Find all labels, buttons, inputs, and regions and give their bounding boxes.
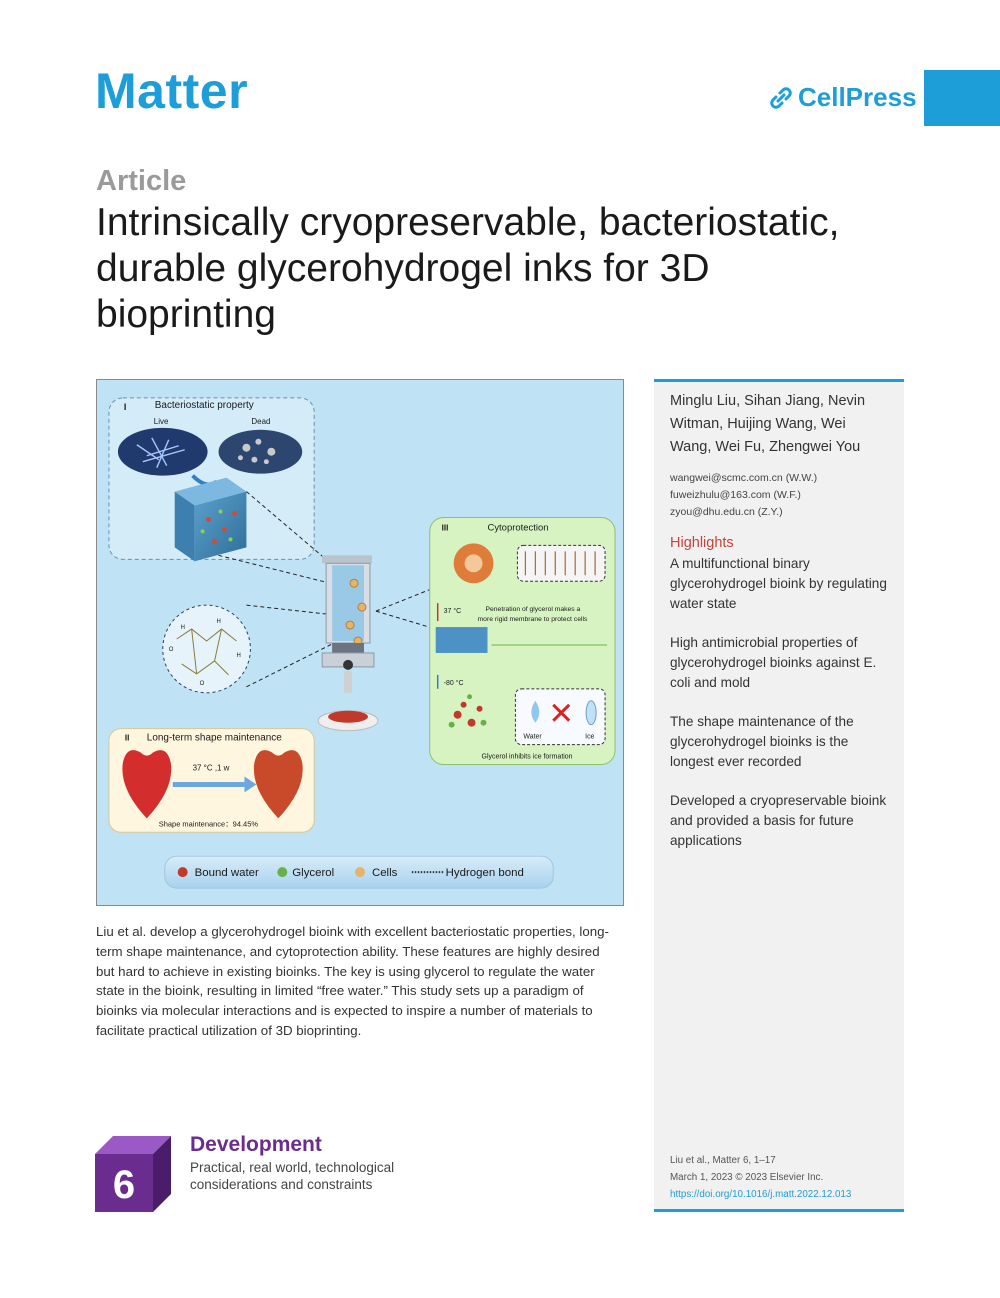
article-type: Article: [96, 165, 187, 197]
ice-zoom: [514, 688, 606, 746]
corresponding-emails: wangwei@scmc.com.cn (W.W.) fuweizhulu@16…: [670, 470, 890, 521]
ice-inhibit-text: Glycerol inhibits ice formation: [482, 754, 573, 761]
legend-bound-water: Bound water: [195, 867, 259, 879]
citation-block: Liu et al., Matter 6, 1–17 March 1, 2023…: [670, 1152, 900, 1203]
molecule-label: H: [217, 619, 221, 625]
penetration-line-1: Penetration of glycerol makes a: [486, 606, 581, 613]
highlight-item: A multifunctional binary glycerohydrogel…: [670, 556, 887, 611]
development-cube-icon: 6: [95, 1136, 171, 1212]
condition-label: 37 °C ,1 w: [193, 764, 230, 773]
ice-label: Ice: [585, 734, 594, 741]
journal-logo: Matter: [95, 63, 249, 119]
heart-before-icon: [122, 750, 172, 819]
publication-date: March 1, 2023 © 2023 Elsevier Inc.: [670, 1172, 824, 1183]
penetration-line-2: more rigid membrane to protect cells: [478, 616, 588, 623]
heart-after-icon: [253, 750, 303, 819]
dead-bacteria-dish: [218, 429, 303, 474]
highlights-heading: Highlights: [670, 535, 734, 551]
author-list: Minglu Liu, Sihan Jiang, Nevin Witman, H…: [670, 393, 866, 455]
frozen-gel: [435, 627, 488, 653]
temp-low: -80 °C: [444, 679, 464, 687]
cross-icon: [552, 703, 571, 722]
membrane-zoom: [516, 544, 606, 582]
legend-glycerol: Glycerol: [292, 867, 334, 879]
publisher-name: CellPress: [798, 82, 917, 112]
sidebar-panel: [654, 379, 904, 1212]
email-link[interactable]: wangwei@scmc.com.cn (W.W.): [670, 472, 818, 484]
development-title: Development: [190, 1133, 322, 1156]
publisher-logo: CellPress: [768, 82, 917, 113]
ice-crystal-icon: [585, 700, 597, 726]
citation-text: Liu et al., Matter 6, 1–17: [670, 1155, 776, 1166]
summary-text: Liu et al. develop a glycerohydrogel bio…: [96, 924, 609, 1038]
live-label: Live: [154, 417, 169, 426]
highlight-item: The shape maintenance of the glycerohydr…: [670, 714, 854, 769]
printed-tissue: [328, 710, 368, 723]
panel-1-title: Bacteriostatic property: [155, 400, 254, 411]
highlights-list: A multifunctional binary glycerohydrogel…: [670, 554, 892, 870]
glycerol-icon: [277, 867, 288, 878]
molecule-label: O: [169, 647, 174, 653]
development-number: 6: [113, 1163, 135, 1207]
molecule-label: H: [236, 653, 240, 659]
graphical-abstract-figure: I Bacteriostatic property Live Dead: [108, 397, 616, 889]
legend-hydrogen-bond: Hydrogen bond: [446, 867, 524, 879]
shape-maintenance-label: Shape maintenance：94.45%: [159, 819, 259, 828]
legend-cells: Cells: [372, 867, 398, 879]
panel-3-title: Cytoprotection: [488, 522, 549, 533]
live-bacteria-dish: [117, 427, 208, 476]
panel-1-numeral: I: [124, 402, 127, 412]
development-subtitle: Practical, real world, technological con…: [190, 1160, 395, 1192]
hydrogel-cube: [174, 477, 247, 562]
cellpress-link-icon: [770, 86, 792, 109]
dead-label: Dead: [251, 417, 270, 426]
panel-3-numeral: III: [442, 523, 449, 532]
temp-high: 37 °C: [444, 607, 462, 615]
bound-water-icon: [177, 867, 188, 878]
header-accent-bar: [924, 70, 1000, 126]
live-bacteria: [136, 437, 185, 468]
bioprinter-syringe: [321, 555, 375, 693]
panel-2-title: Long-term shape maintenance: [147, 733, 282, 744]
email-link[interactable]: zyou@dhu.edu.cn (Z.Y.): [670, 506, 783, 518]
highlight-item: Developed a cryopreservable bioink and p…: [670, 793, 887, 848]
graphical-abstract: I Bacteriostatic property Live Dead: [96, 379, 624, 906]
molecule-label: O: [200, 681, 205, 687]
water-drop-icon: [531, 700, 540, 723]
highlight-item: High antimicrobial properties of glycero…: [670, 635, 877, 690]
glycerol-network: [453, 701, 483, 727]
molecule-bonds: [176, 628, 237, 676]
molecule-label: H: [181, 625, 185, 631]
email-link[interactable]: fuweizhulu@163.com (W.F.): [670, 489, 801, 501]
molecular-structure: [162, 604, 251, 694]
doi-link[interactable]: https://doi.org/10.1016/j.matt.2022.12.0…: [670, 1189, 852, 1200]
dead-bacteria: [237, 438, 276, 465]
cells-icon: [355, 867, 365, 878]
panel-2-numeral: II: [125, 734, 129, 743]
water-label: Water: [523, 734, 542, 741]
article-title: Intrinsically cryopreservable, bacterios…: [96, 201, 840, 336]
